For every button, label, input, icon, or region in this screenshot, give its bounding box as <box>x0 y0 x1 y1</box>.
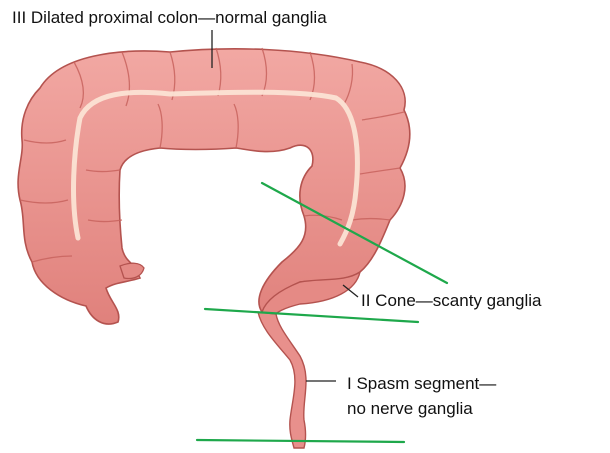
label-proximal-colon: III Dilated proximal colon—normal gangli… <box>12 7 327 28</box>
cecal-stump <box>120 263 144 278</box>
zone-marker-spasm-bottom <box>197 440 404 442</box>
label-cone: II Cone—scanty ganglia <box>361 290 542 311</box>
label-spasm-line2: no nerve ganglia <box>347 398 473 419</box>
spasm-segment <box>258 312 306 448</box>
label-spasm-line1: I Spasm segment— <box>347 373 496 394</box>
